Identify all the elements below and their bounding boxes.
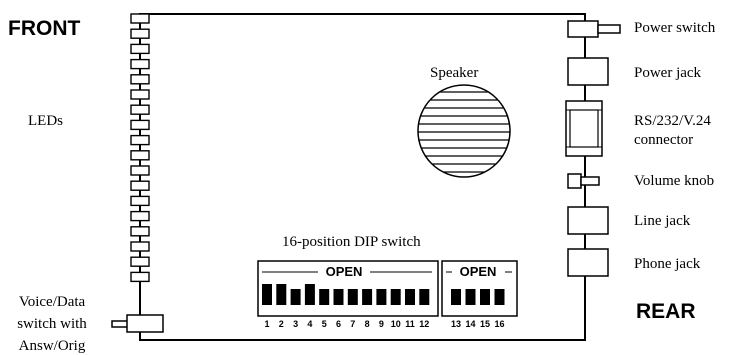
dip-switch-14 [465, 289, 476, 305]
volume-knob-shape [567, 173, 600, 189]
front-label: FRONT [8, 17, 80, 40]
dip-switch-9 [376, 289, 387, 305]
line-jack-shape [567, 206, 609, 235]
dip-switch-8 [362, 289, 373, 305]
power-switch-shape [567, 20, 621, 38]
dip-number-13: 13 [451, 319, 461, 329]
led-indicator [130, 271, 150, 283]
rear-label: REAR [636, 300, 696, 323]
voice-data-label-line1: Voice/Data [19, 294, 86, 310]
led-indicator [130, 165, 150, 176]
phone-jack-label: Phone jack [634, 256, 701, 272]
led-indicator [130, 43, 150, 55]
dip-switch-11 [405, 289, 415, 305]
power-jack-shape [567, 57, 609, 86]
power-jack-label: Power jack [634, 65, 702, 81]
line-jack-label: Line jack [634, 213, 691, 229]
dip-switch-12 [419, 289, 430, 305]
dip-number-8: 8 [365, 319, 370, 329]
dip-switch-title: 16-position DIP switch [282, 234, 421, 250]
led-indicator [130, 74, 150, 85]
led-indicator [130, 180, 150, 191]
led-indicator [130, 210, 150, 222]
dip-number-2: 2 [279, 319, 284, 329]
led-indicator [130, 226, 150, 237]
led-indicator [130, 150, 150, 161]
led-indicator [130, 28, 150, 39]
dip-switch-2 [276, 284, 287, 305]
led-indicator [130, 134, 150, 146]
led-indicator [130, 13, 150, 24]
speaker-grille [417, 84, 511, 178]
led-indicator [130, 58, 150, 70]
led-indicator [130, 241, 150, 252]
led-indicator [130, 89, 150, 100]
rs232-connector-shape [565, 100, 603, 157]
dip-switch-block-1-12 [257, 260, 439, 317]
dip-switch-15 [480, 289, 490, 305]
dip-open-label-left: OPEN [326, 264, 363, 279]
power-switch-label: Power switch [634, 20, 716, 36]
rs232-label-line1: RS/232/V.24 [634, 113, 711, 129]
voice-data-label-line2: switch with [17, 316, 87, 332]
led-indicator [130, 256, 150, 267]
dip-switch-3 [290, 289, 301, 305]
voice-data-switch [111, 314, 164, 333]
dip-number-7: 7 [350, 319, 355, 329]
volume-knob-label: Volume knob [634, 173, 714, 189]
dip-switch-1 [262, 284, 272, 305]
dip-switch-block-13-16 [441, 260, 518, 317]
dip-switch-6 [333, 289, 344, 305]
led-indicator [130, 119, 150, 131]
speaker-label: Speaker [430, 65, 478, 81]
dip-switch-13 [451, 289, 461, 305]
led-indicator [130, 195, 150, 207]
dip-number-6: 6 [336, 319, 341, 329]
led-indicator [130, 104, 150, 115]
dip-open-label-right: OPEN [460, 264, 497, 279]
dip-number-16: 16 [494, 319, 504, 329]
leds-label: LEDs [28, 113, 63, 129]
dip-number-3: 3 [293, 319, 298, 329]
dip-switch-7 [347, 289, 358, 305]
voice-data-label-line3: Answ/Orig [19, 338, 86, 354]
dip-number-10: 10 [391, 319, 401, 329]
led-column [130, 13, 150, 340]
dip-number-15: 15 [480, 319, 490, 329]
rs232-label-line2: connector [634, 132, 693, 148]
dip-number-12: 12 [419, 319, 429, 329]
dip-switch-16 [494, 289, 505, 305]
dip-switch-10 [390, 289, 401, 305]
dip-number-1: 1 [264, 319, 269, 329]
dip-switch-5 [319, 289, 330, 305]
dip-number-5: 5 [322, 319, 327, 329]
dip-number-14: 14 [465, 319, 475, 329]
phone-jack-shape [567, 248, 609, 277]
dip-switch-4 [304, 284, 315, 305]
dip-number-9: 9 [379, 319, 384, 329]
dip-number-4: 4 [307, 319, 312, 329]
dip-number-11: 11 [405, 319, 415, 329]
